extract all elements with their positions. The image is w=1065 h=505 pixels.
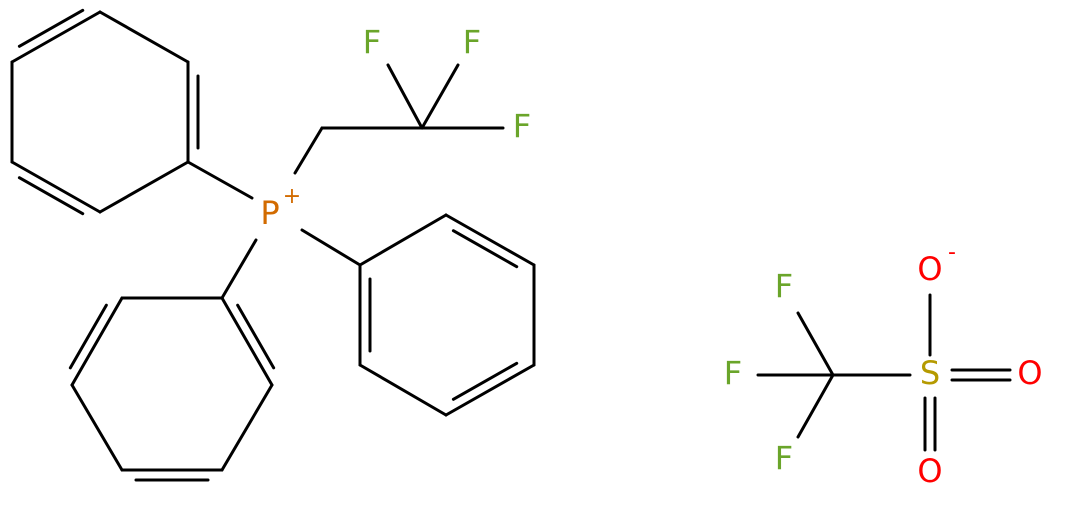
bond-single	[796, 311, 835, 377]
bond-single	[220, 383, 274, 472]
bond-single	[293, 126, 324, 175]
atom-o: O	[1017, 354, 1042, 392]
bond-double-inner	[451, 361, 519, 401]
bond-single	[70, 383, 124, 472]
atom-f: F	[363, 23, 381, 61]
atom-s: S	[920, 354, 940, 392]
bond-double-outer	[220, 296, 274, 387]
bond-double-inner	[17, 8, 85, 48]
bond-double-outer	[10, 10, 102, 64]
atom-o: O	[917, 250, 942, 288]
atom-f: F	[724, 354, 742, 392]
bond-double-outer	[70, 296, 124, 387]
atom-f: F	[775, 267, 793, 305]
bond-single	[796, 373, 835, 439]
bond-single	[358, 213, 448, 267]
bond-double-inner	[236, 303, 276, 370]
bond-single	[358, 363, 448, 417]
atom-f: F	[775, 439, 793, 477]
bond-single	[300, 228, 362, 267]
atom-p: P	[260, 194, 279, 232]
bond-single	[386, 63, 424, 130]
bond-double-outer	[10, 160, 102, 214]
bond-double-inner	[68, 303, 108, 370]
bond-single	[98, 160, 190, 214]
bond-single	[98, 10, 190, 64]
bond-double-inner	[451, 229, 519, 269]
bond-double-outer	[444, 363, 536, 417]
atom-f: F	[513, 107, 531, 145]
bond-single	[186, 160, 254, 200]
bond-single	[220, 238, 258, 300]
atom-o: O	[917, 452, 942, 490]
atom-charge: +	[283, 184, 301, 209]
bond-double-inner	[17, 176, 85, 216]
bond-single	[420, 63, 460, 130]
bond-layer	[10, 8, 1012, 482]
atom-f: F	[463, 23, 481, 61]
atom-charge: -	[948, 240, 956, 265]
bond-double-outer	[444, 213, 536, 267]
